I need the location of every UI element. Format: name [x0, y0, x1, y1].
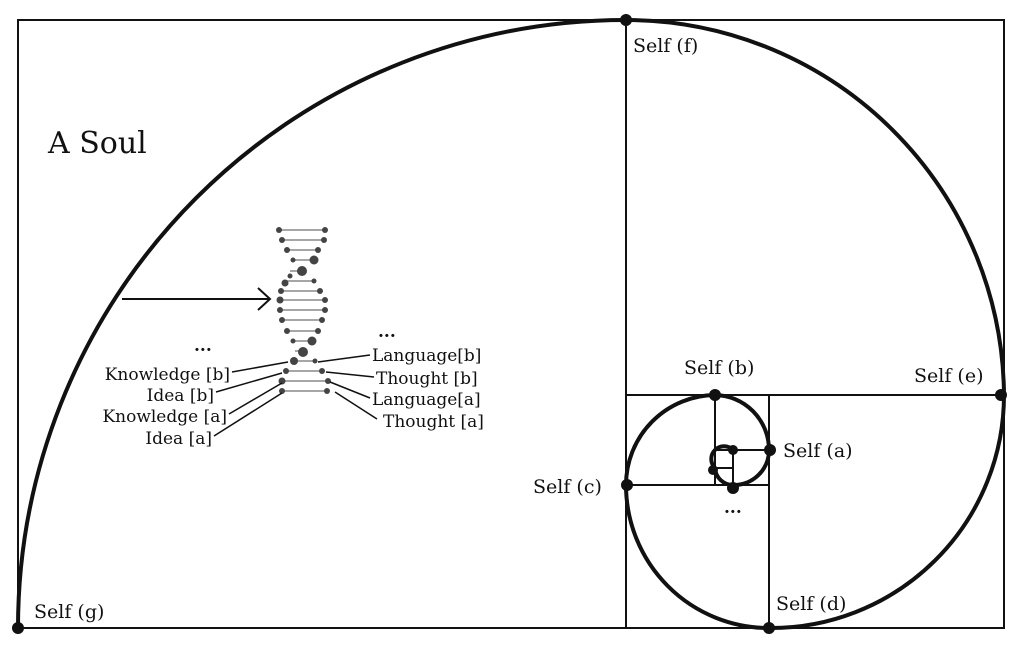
- dna-leader-lines: [213, 354, 378, 437]
- dna-label-language-a: Language[a]: [372, 390, 481, 410]
- dna-right-ellipsis: ...: [378, 322, 396, 342]
- leader-knowledge-a: [228, 382, 283, 415]
- dna-bead: [315, 328, 321, 334]
- node-inner-1: [727, 482, 739, 494]
- dna-bead: [276, 296, 284, 304]
- node-inner-2: [708, 465, 718, 475]
- golden-spiral: [16, 17, 1007, 631]
- dna-bead: [322, 307, 328, 313]
- arrow-head: [257, 287, 272, 311]
- dna-bead: [281, 279, 289, 287]
- dna-bead: [279, 388, 285, 394]
- diagram-title: A Soul: [47, 126, 147, 161]
- node-e: [995, 389, 1007, 401]
- dna-bead: [315, 247, 321, 253]
- leader-language-a: [329, 381, 371, 399]
- dna-bead: [284, 247, 290, 253]
- dna-label-idea-b: Idea [b]: [147, 386, 214, 406]
- dna-bead: [284, 328, 290, 334]
- leader-language-b: [317, 354, 371, 363]
- node-b: [709, 389, 721, 401]
- dna-bead: [325, 378, 331, 384]
- dna-bead: [319, 368, 325, 374]
- dna-label-thought-a: Thought [a]: [383, 412, 484, 432]
- dna-bead: [321, 237, 327, 243]
- node-g: [12, 622, 24, 634]
- dna-bead: [319, 317, 325, 323]
- dna-label-language-b: Language[b]: [372, 346, 481, 366]
- dna-bead: [277, 307, 283, 313]
- dna-helix: [276, 227, 331, 394]
- rectangle-grid: [17, 19, 1005, 629]
- dna-bead: [324, 388, 330, 394]
- node-c: [621, 479, 633, 491]
- dna-label-knowledge-a: Knowledge [a]: [102, 407, 227, 427]
- label-self-c: Self (c): [533, 476, 602, 498]
- leader-thought-b: [325, 371, 375, 378]
- dna-bead: [279, 237, 285, 243]
- label-self-f: Self (f): [633, 35, 698, 57]
- dna-bead: [312, 358, 318, 364]
- dna-bead: [297, 266, 307, 276]
- inner-ellipsis: ...: [724, 498, 742, 518]
- dna-bead: [279, 317, 285, 323]
- dna-beads: [276, 227, 331, 394]
- outer-rectangle: [17, 19, 1005, 629]
- dna-bead: [322, 297, 328, 303]
- dna-label-idea-a: Idea [a]: [145, 429, 212, 449]
- dna-left-ellipsis: ...: [194, 336, 212, 356]
- leader-knowledge-b: [231, 361, 289, 373]
- dna-bead: [290, 357, 298, 365]
- dna-bead: [298, 347, 308, 357]
- arrow: [122, 287, 272, 311]
- dna-bead: [287, 273, 293, 279]
- node-inner-3: [728, 445, 738, 455]
- dna-label-thought-b: Thought [b]: [376, 369, 478, 389]
- dna-bead: [276, 227, 282, 233]
- dna-rungs: [279, 229, 328, 392]
- dna-bead: [322, 227, 328, 233]
- dna-bead: [278, 377, 286, 385]
- dna-bead: [283, 368, 289, 374]
- label-self-e: Self (e): [914, 365, 983, 387]
- node-d: [763, 622, 775, 634]
- label-self-g: Self (g): [34, 601, 104, 623]
- dna-bead: [309, 255, 319, 265]
- spiral-nodes: [12, 14, 1007, 634]
- leader-idea-b: [215, 372, 283, 393]
- leader-idea-a: [213, 392, 283, 437]
- dna-bead: [311, 278, 317, 284]
- label-self-b: Self (b): [684, 357, 754, 379]
- dna-label-knowledge-b: Knowledge [b]: [105, 365, 230, 385]
- dna-bead: [317, 288, 323, 294]
- label-self-d: Self (d): [776, 593, 846, 615]
- label-self-a: Self (a): [783, 440, 853, 462]
- leader-thought-a: [334, 391, 378, 420]
- node-a: [764, 444, 776, 456]
- dna-bead: [290, 257, 296, 263]
- dna-bead: [290, 338, 296, 344]
- node-f: [620, 14, 632, 26]
- dna-bead: [278, 288, 284, 294]
- dna-bead: [307, 336, 317, 346]
